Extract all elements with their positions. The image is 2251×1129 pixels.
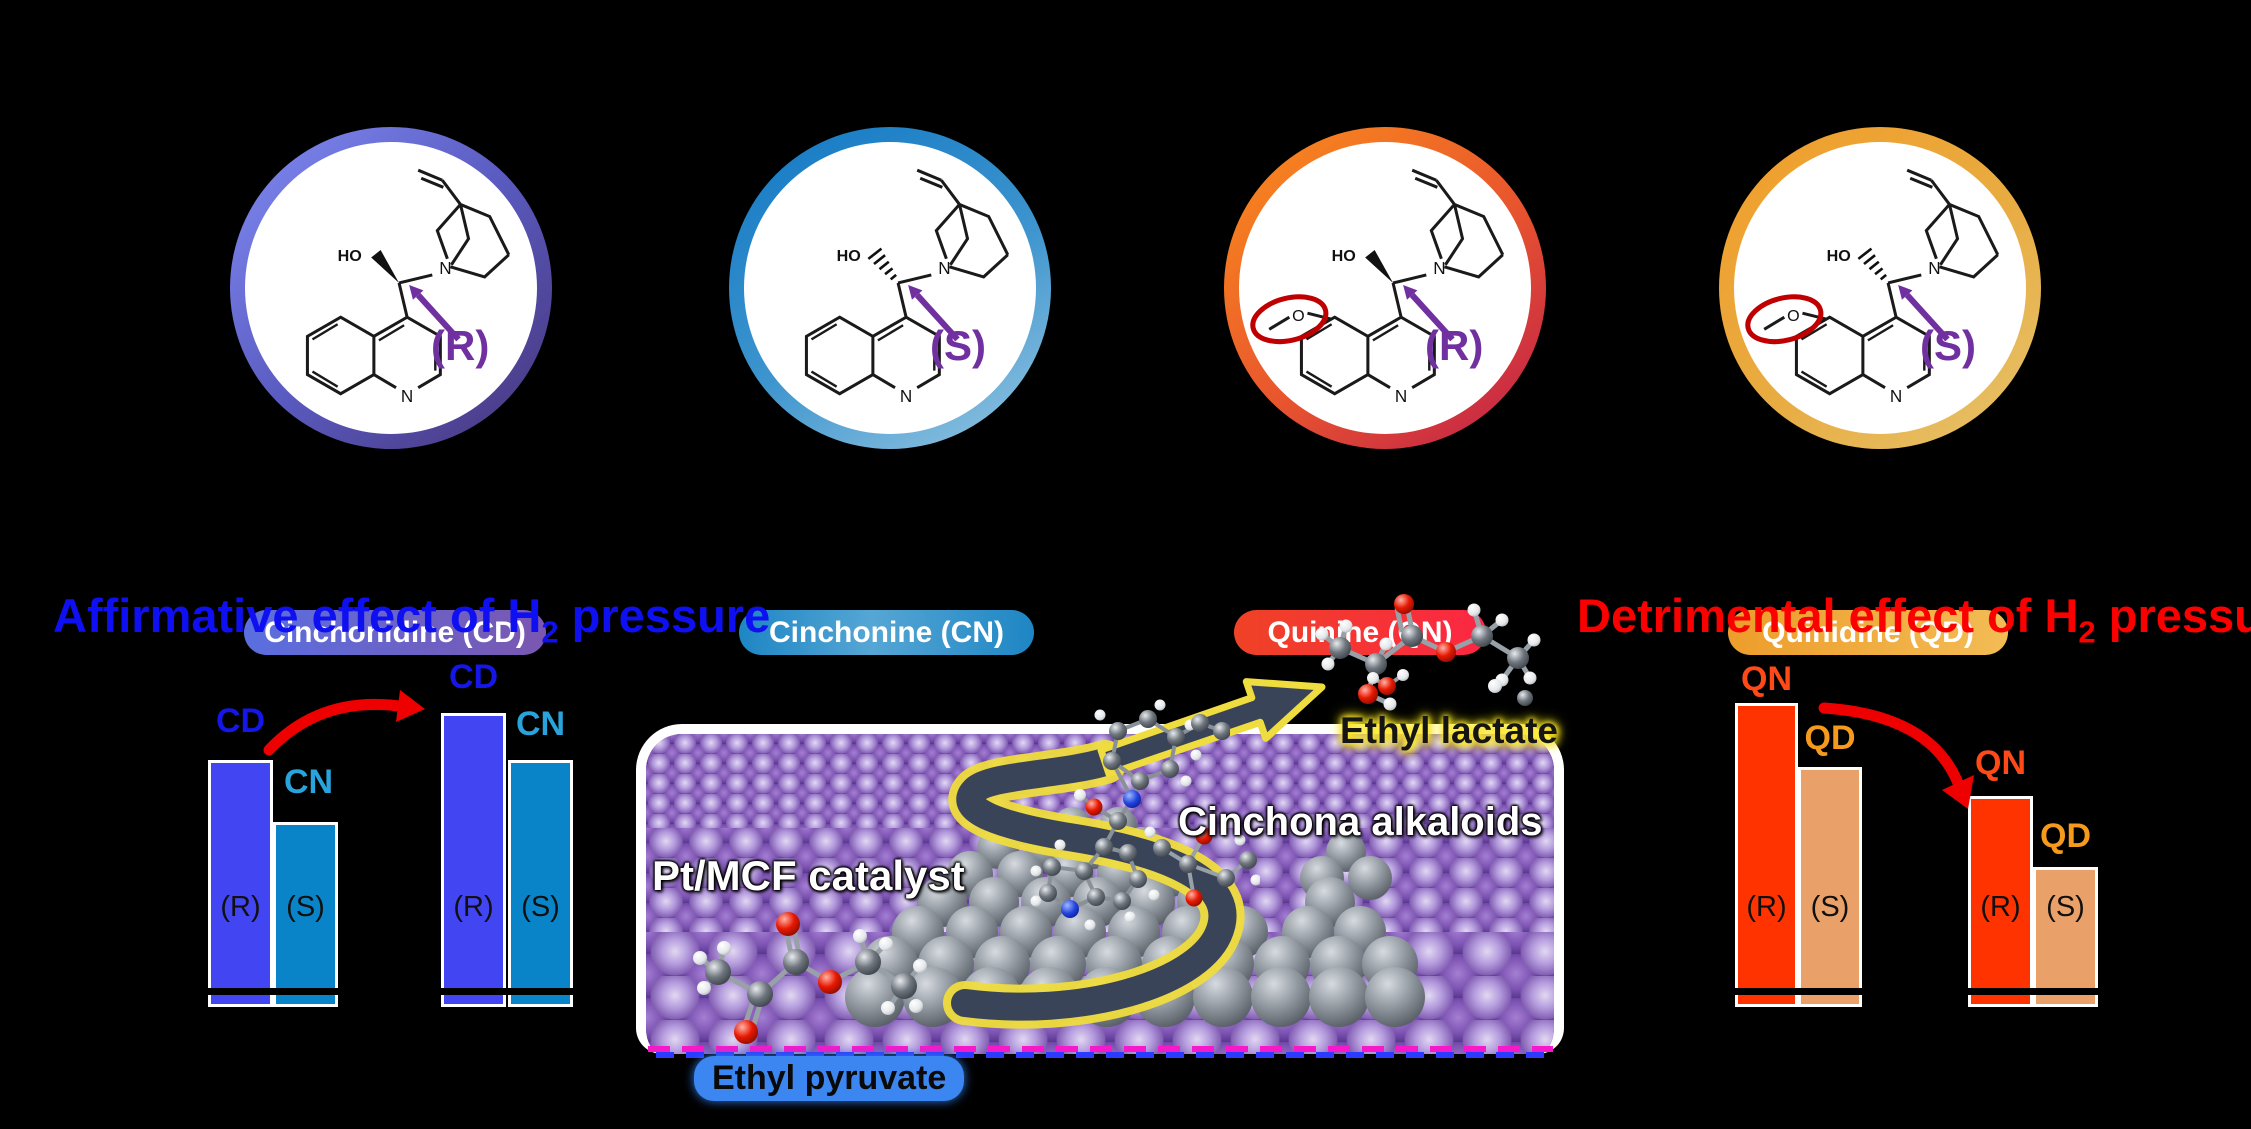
enantiomer-label: (S) (286, 891, 325, 923)
affirmative-effect-title: Affirmative effect of H2 pressure (53, 588, 770, 650)
axis-baseline (1729, 988, 1869, 995)
bar-label-cn: CN (515, 705, 566, 743)
catalyst-label: Pt/MCF catalyst (652, 852, 965, 899)
bar-qd-high-pressure (2033, 867, 2098, 1007)
molecule-canvas: HO N N (S) (744, 142, 1036, 434)
bar-label-qd: QD (1804, 719, 1856, 757)
quinuclidine-n: N (1928, 259, 1940, 278)
alkaloid-name-pill: Quinidine (QD) (1728, 610, 2008, 655)
cinchonidine-structure: HO N N (305, 168, 511, 406)
cinchonine-structure: HO N N (804, 168, 1010, 406)
gradient-ring: O HO N N (S) (1719, 127, 2041, 449)
adsorbed-cinchona-molecule (1030, 699, 1230, 931)
title-subscript: 2 (541, 614, 559, 650)
bar-qn-high-pressure (1968, 796, 2033, 1007)
quinuclidine-n: N (938, 259, 950, 278)
title-text: Detrimental effect of H (1577, 589, 2079, 642)
chirality-label: (R) (1425, 322, 1484, 369)
bar-qn-low-pressure (1735, 703, 1798, 1007)
quinuclidine-n: N (1433, 259, 1445, 278)
bar-cd-low-pressure (208, 760, 273, 1007)
alkaloid-name: Cinchonine (CN) (769, 616, 1004, 649)
ethyl-lactate-molecule (1315, 594, 1541, 711)
ethyl-pyruvate-molecule (693, 912, 927, 1044)
alkaloid-card-cinchonidine: HO N N (R) Cinchonidine (CD) (230, 127, 552, 655)
bar-cn-low-pressure (273, 822, 338, 1007)
chirality-label: (S) (1920, 322, 1976, 369)
title-text: Affirmative effect of H (53, 589, 542, 642)
quinoline-n: N (401, 387, 413, 406)
quinidine-structure: O HO N N (1745, 168, 2000, 406)
molecule-canvas: HO N N (R) (245, 142, 537, 434)
alkaloid-name-pill: Cinchonine (CN) (739, 610, 1034, 655)
bar-cd-high-pressure (441, 713, 506, 1007)
methoxy-o: O (1292, 307, 1305, 325)
hydroxyl-label: HO (338, 247, 362, 265)
enantiomer-label: (R) (453, 891, 494, 923)
hydrogen-species (1367, 669, 1533, 706)
chirality-label: (R) (431, 322, 490, 369)
increase-arrow (263, 690, 425, 756)
quinoline-n: N (900, 387, 912, 406)
chirality-label: (S) (930, 322, 986, 369)
bar-label-cn: CN (283, 763, 334, 801)
alkaloid-card-quinidine: O HO N N (S) Quinidine (QD) (1719, 127, 2041, 655)
alkaloid-name-pill: Cinchonidine (CD) (244, 610, 546, 655)
molecule-canvas: O HO N N (R) (1239, 142, 1531, 434)
bar-label-cd: CD (448, 658, 499, 696)
axis-baseline (1962, 988, 2104, 995)
title-text: pressure (558, 589, 771, 642)
alkaloids-label: Cinchona alkaloids (1178, 800, 1543, 844)
hydroxyl-label: HO (1827, 247, 1851, 265)
quinuclidine-n: N (439, 259, 451, 278)
alkaloid-card-quinine: O HO N N (R) Quinine (QN) (1224, 127, 1546, 655)
decrease-arrow (1818, 702, 1974, 809)
methoxy-highlight-ellipse (1745, 294, 1824, 345)
panel-bottom-dash-magenta (648, 1046, 1553, 1052)
bar-label-qn: QN (1975, 744, 2026, 782)
alkaloid-card-cinchonine: HO N N (S) Cinchonine (CN) (729, 127, 1051, 655)
title-text: pressure (2108, 589, 2251, 642)
enantiomer-label: (R) (220, 891, 261, 923)
enantiomer-label: (S) (521, 891, 560, 923)
alkaloid-name: Cinchonidine (CD) (264, 616, 526, 649)
adsorbed-substrate-fragment (1144, 826, 1260, 907)
gradient-ring: HO N N (R) (230, 127, 552, 449)
quinoline-n: N (1395, 387, 1407, 406)
title-subscript: 2 (2078, 614, 2096, 650)
hydroxyl-label: HO (837, 247, 861, 265)
substrate-pill-label: Ethyl pyruvate (694, 1056, 965, 1101)
axis-baseline (202, 988, 344, 995)
panel-bottom-dash-blue (656, 1052, 1553, 1058)
bar-label-qn: QN (1741, 660, 1792, 698)
gradient-ring: HO N N (S) (729, 127, 1051, 449)
methoxy-o: O (1787, 307, 1800, 325)
bar-cn-high-pressure (508, 760, 573, 1007)
quinoline-n: N (1890, 387, 1902, 406)
methoxy-highlight-ellipse (1250, 294, 1329, 345)
molecule-canvas: O HO N N (S) (1734, 142, 2026, 434)
gradient-ring: O HO N N (R) (1224, 127, 1546, 449)
bar-label-qd: QD (2040, 817, 2091, 855)
enantiomer-label: (R) (1746, 891, 1787, 923)
enantiomer-label: (S) (2046, 891, 2085, 923)
bar-label-cd: CD (215, 702, 266, 740)
axis-baseline (435, 988, 579, 995)
enantiomer-label: (S) (1810, 891, 1850, 923)
quinine-structure: O HO N N (1250, 168, 1505, 406)
detrimental-effect-title: Detrimental effect of H2 pressure (1577, 588, 2251, 650)
hydroxyl-label: HO (1332, 247, 1356, 265)
product-label: Ethyl lactate (1340, 710, 1558, 751)
alkaloid-name: Quinidine (QD) (1762, 616, 1974, 649)
bar-qd-low-pressure (1798, 767, 1862, 1007)
enantiomer-label: (R) (1980, 891, 2021, 923)
